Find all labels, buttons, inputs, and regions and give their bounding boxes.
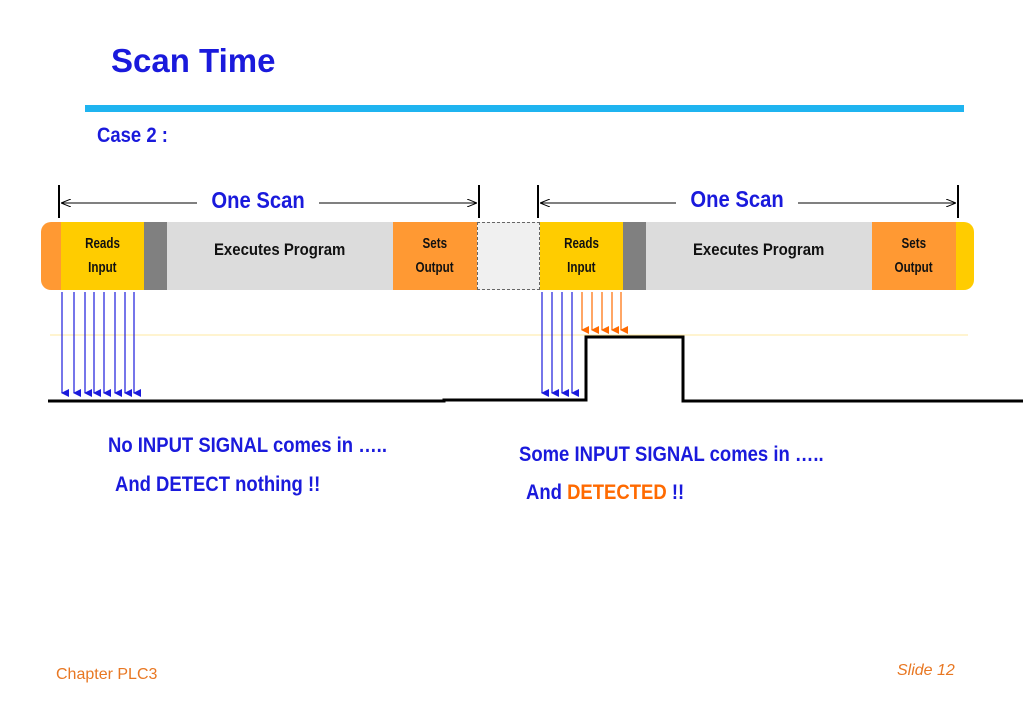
footer-chapter: Chapter PLC3: [56, 666, 158, 683]
footer-slide-number: Slide 12: [897, 662, 955, 679]
caption-right-line2: And DETECTED !!: [526, 481, 685, 504]
detection-arrows: [581, 292, 628, 334]
sampling-arrows-left: [61, 292, 141, 397]
scan-label-1: One Scan: [197, 187, 320, 214]
executes-program-block-2: Executes Program: [646, 222, 872, 290]
sampling-arrows-right: [541, 292, 579, 397]
torn-edge-left: [41, 222, 61, 290]
slide-title: Scan Time: [111, 42, 276, 79]
scan-gap: [477, 222, 540, 290]
caption-left-line1: No INPUT SIGNAL comes in …..: [108, 434, 387, 457]
input-signal-waveform: [48, 335, 1023, 403]
executes-program-block-1: Executes Program: [167, 222, 393, 290]
torn-edge-right: [956, 222, 974, 290]
caption-right-line1: Some INPUT SIGNAL comes in …..: [519, 443, 824, 466]
case-label: Case 2 :: [97, 124, 168, 147]
overhead-block-1: [144, 222, 167, 290]
caption-left-line2: And DETECT nothing !!: [115, 473, 321, 496]
detected-highlight: DETECTED: [567, 481, 667, 504]
title-rule: [85, 105, 964, 112]
scan-label-2: One Scan: [676, 186, 799, 213]
overhead-block-2: [623, 222, 646, 290]
